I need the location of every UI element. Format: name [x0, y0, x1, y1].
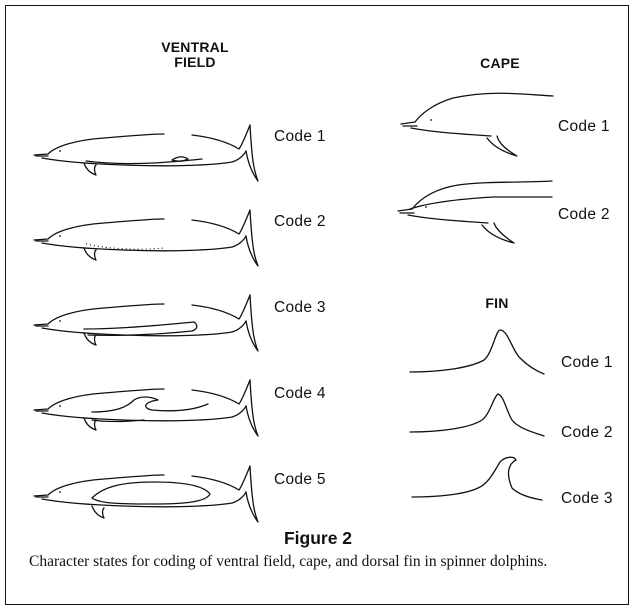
ventral-code-3-dolphin	[34, 295, 258, 351]
ventral-code-5-dolphin	[34, 466, 258, 522]
fin-code-2-shape	[410, 394, 544, 436]
ventral-code-2-dolphin	[34, 210, 258, 266]
figure-caption-text: Character states for coding of ventral f…	[29, 552, 614, 571]
fin-code-3-shape	[412, 457, 542, 500]
ventral-code-4-dolphin	[34, 380, 258, 436]
figure-caption-title: Figure 2	[0, 528, 636, 549]
cape-code-2-head	[398, 181, 552, 243]
cape-code-1-head	[401, 93, 553, 156]
ventral-code-1-dolphin	[34, 125, 258, 181]
fin-code-1-shape	[410, 330, 544, 374]
